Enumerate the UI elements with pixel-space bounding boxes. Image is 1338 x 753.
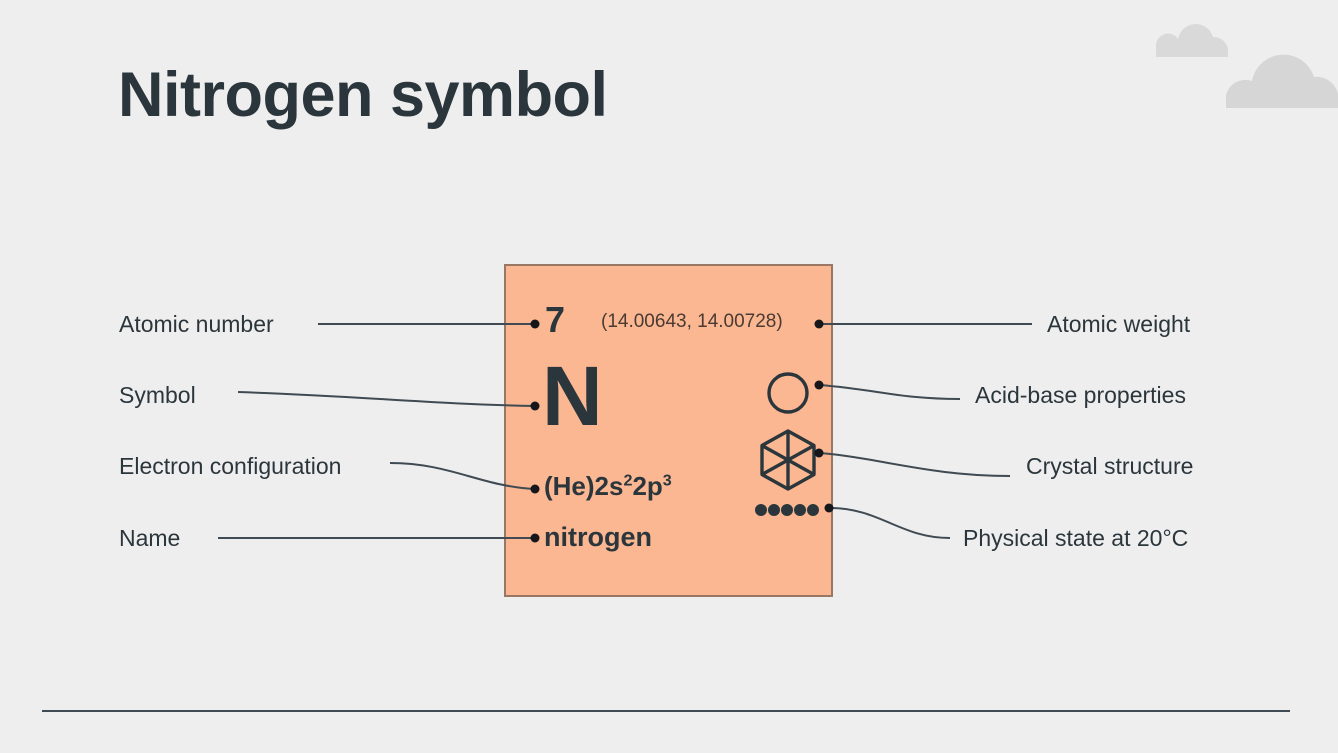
element-card: 7 (14.00643, 14.00728) N (He)2s22p3 nitr… <box>504 264 833 597</box>
card-element-symbol: N <box>542 349 603 443</box>
state-dot <box>768 504 780 516</box>
card-atomic-weight: (14.00643, 14.00728) <box>601 311 783 332</box>
state-dot <box>807 504 819 516</box>
circle-icon <box>765 370 811 421</box>
page-title: Nitrogen symbol <box>118 60 608 130</box>
connector-symbol <box>237 391 535 407</box>
econfig-superscript-1: 2 <box>623 471 633 490</box>
card-atomic-number: 7 <box>545 299 566 340</box>
cloud-large-icon <box>1226 54 1338 108</box>
callout-label-crystal-structure: Crystal structure <box>1026 453 1194 479</box>
callout-label-atomic-weight: Atomic weight <box>1047 311 1191 337</box>
card-electron-configuration: (He)2s22p3 <box>544 471 672 501</box>
connector-acid-base <box>819 384 961 400</box>
connector-crystal-structure <box>819 452 1011 477</box>
footer-divider <box>42 710 1290 712</box>
callout-label-symbol: Symbol <box>119 382 196 408</box>
card-element-name: nitrogen <box>544 522 652 552</box>
state-dot <box>794 504 806 516</box>
callout-label-physical-state: Physical state at 20°C <box>963 525 1189 551</box>
callout-label-name: Name <box>119 525 181 551</box>
connector-physical-state <box>829 507 951 539</box>
state-dot <box>755 504 767 516</box>
econfig-base: (He)2s <box>544 471 624 501</box>
callout-label-electron-configuration: Electron configuration <box>119 453 342 479</box>
state-dot <box>781 504 793 516</box>
cloud-decoration-group <box>1138 0 1338 130</box>
cloud-small-icon <box>1155 24 1228 57</box>
callout-label-atomic-number: Atomic number <box>119 311 274 337</box>
callout-label-acid-base-properties: Acid-base properties <box>975 382 1186 408</box>
econfig-superscript-2: 3 <box>662 471 672 490</box>
five-dots-icon <box>755 504 819 518</box>
hexagon-crystal-icon <box>757 427 819 498</box>
econfig-mid: 2p <box>632 471 663 501</box>
